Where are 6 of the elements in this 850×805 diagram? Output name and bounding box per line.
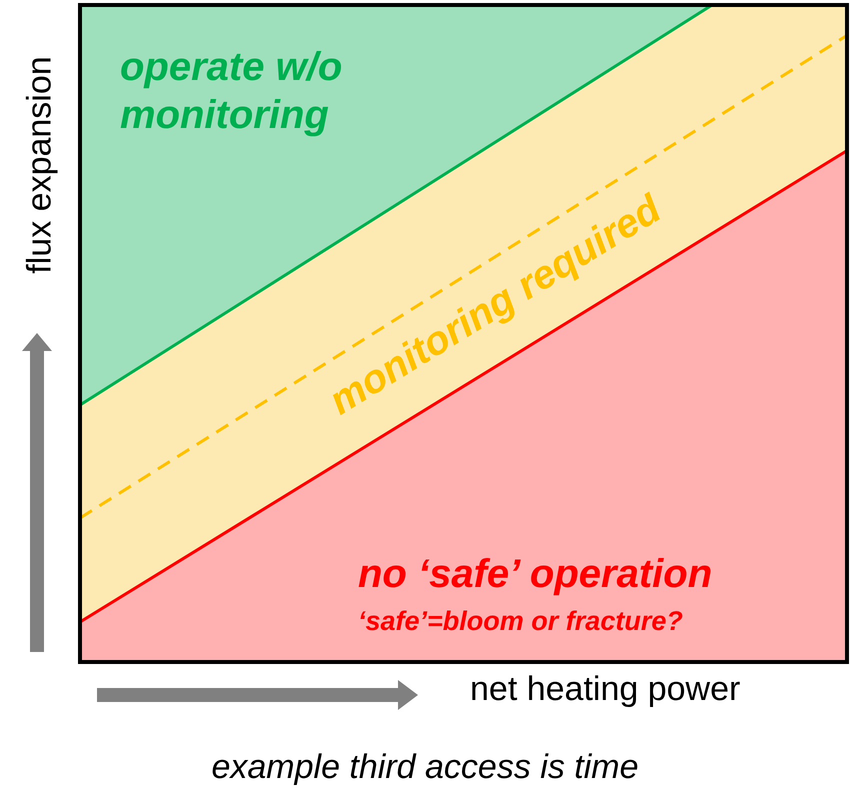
- caption: example third access is time: [210, 748, 640, 787]
- axis-label: net heating power: [470, 670, 740, 709]
- region-label: no ‘safe’ operation: [358, 551, 712, 598]
- region-label: operate w/o monitoring: [120, 44, 344, 139]
- axis-label: flux expansion: [20, 56, 60, 274]
- region-label: ‘safe’=bloom or fracture?: [358, 605, 683, 638]
